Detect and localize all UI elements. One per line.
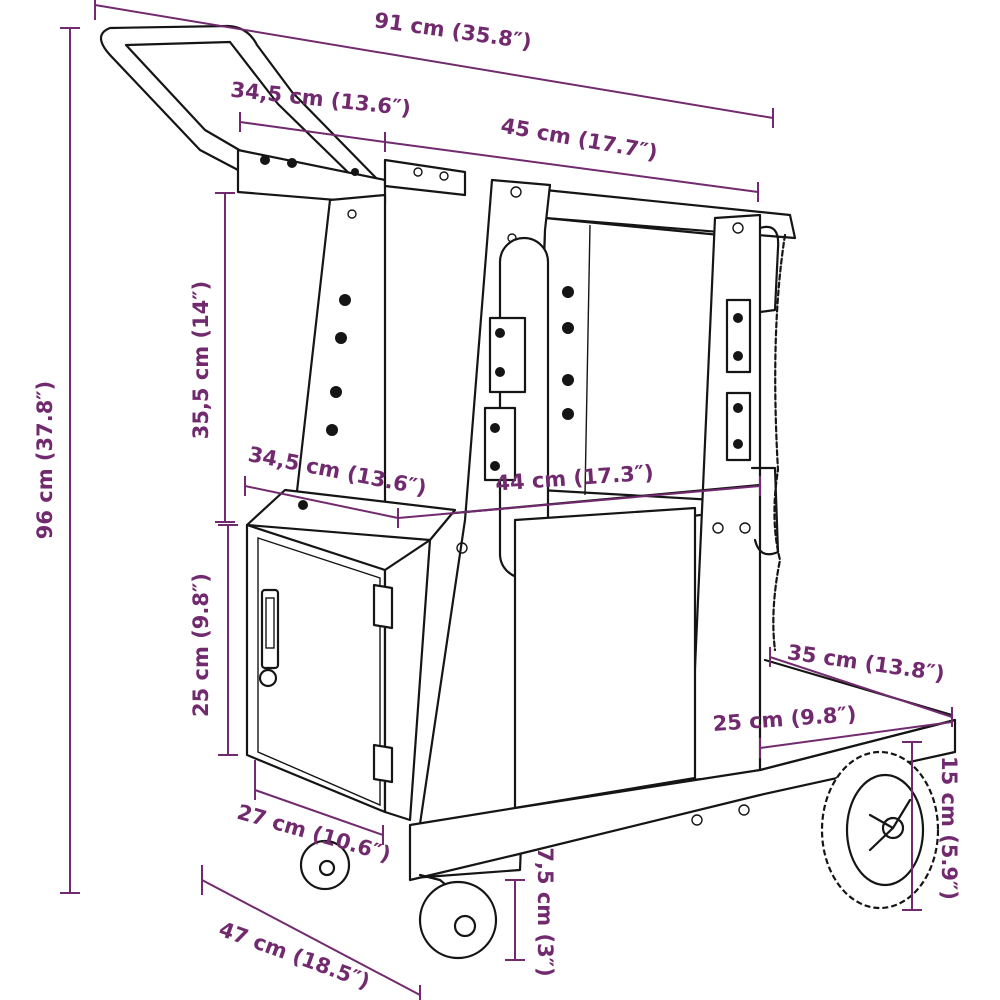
total-length-line [94,4,774,119]
top-shelf [383,158,467,197]
bottom-tray-length-label: 35 cm (13.8″) [786,640,946,686]
lower-rear-panel [513,506,697,810]
upper-height-label: 35,5 cm (14″) [189,281,213,440]
cabinet-side [383,538,432,822]
clamp-plate [725,298,752,374]
total-height-label: 96 cm (37.8″) [33,381,57,540]
handle-depth-line [239,121,386,143]
welding-cart-drawing [99,24,957,960]
rear-caster-wheel [299,839,351,891]
clamp-plate [483,406,517,482]
handle-depth-label: 34,5 cm (13.6″) [229,78,412,121]
rear-large-wheel [820,750,940,910]
clamp-plate [488,316,527,394]
rear-wheel-diameter-label: 15 cm (5.9″) [937,756,961,900]
cabinet-door-inner [257,537,381,807]
base-width-line [201,879,421,996]
mid-shelf-length-line [397,485,761,519]
bottom-tray [408,718,957,882]
door-lock-icon [258,668,278,688]
door-hinge [372,743,394,784]
cabinet-depth-line [254,789,384,836]
inner-back-panel [538,216,722,502]
clamp-plate [725,391,752,462]
bottom-tray-width-line [759,721,953,749]
dimension-lines [60,0,953,1000]
handle-bracket [236,148,387,206]
mid-shelf-depth-line [244,485,399,519]
top-shelf-length-label: 45 cm (17.7″) [499,114,659,165]
front-caster-wheel [418,873,498,960]
front-wheel-diameter-label: 7,5 cm (3″) [533,847,557,976]
cabinet-height-label: 25 cm (9.8″) [189,573,213,717]
cart-handle [99,24,382,184]
top-shelf-length-line [384,141,759,193]
door-hinge [372,583,394,630]
bottom-tray-length-line [769,656,953,718]
chain-hook [750,225,780,556]
top-shelf-rail [543,188,797,240]
door-handle [260,588,280,670]
total-length-label: 91 cm (35.8″) [373,8,533,54]
